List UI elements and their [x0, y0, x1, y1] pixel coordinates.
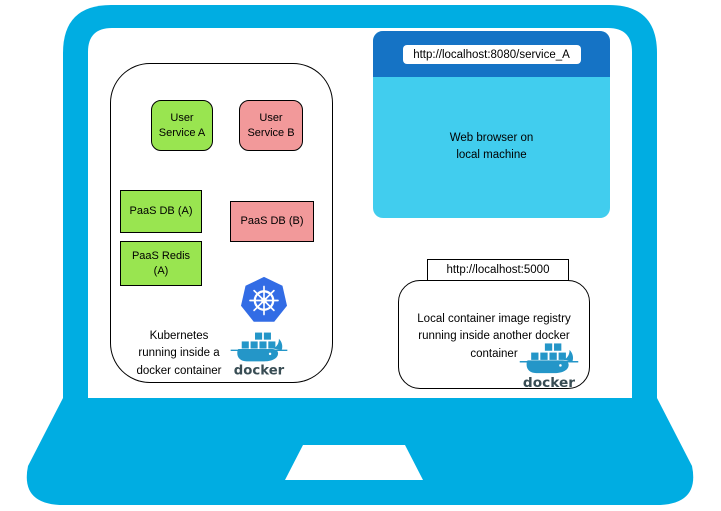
- docker-icon: docker: [229, 331, 289, 379]
- browser-header: http://localhost:8080/service_A: [373, 31, 610, 77]
- docker-wordmark: docker: [234, 364, 285, 379]
- web-browser-window: http://localhost:8080/service_A Web brow…: [373, 31, 610, 218]
- docker-wordmark: docker: [523, 375, 575, 391]
- kubernetes-cluster-container: User Service A User Service B PaaS DB (A…: [110, 63, 333, 383]
- user-service-a-node: User Service A: [151, 100, 213, 151]
- paas-redis-a-node: PaaS Redis (A): [120, 241, 202, 286]
- paas-db-b-node: PaaS DB (B): [230, 201, 314, 242]
- user-service-b-node: User Service B: [239, 100, 303, 151]
- browser-body-text: Web browser on local machine: [449, 132, 534, 162]
- browser-address-bar[interactable]: http://localhost:8080/service_A: [402, 45, 581, 64]
- registry-url-label: http://localhost:5000: [427, 259, 569, 281]
- registry-caption: Local container image registry running i…: [417, 313, 571, 360]
- docker-icon: docker: [519, 342, 579, 391]
- kubernetes-caption: Kubernetes running inside a docker conta…: [136, 330, 222, 377]
- registry-container: Local container image registry running i…: [398, 280, 590, 391]
- paas-db-a-node: PaaS DB (A): [120, 190, 202, 233]
- kubernetes-icon: [240, 276, 288, 322]
- laptop-trackpad-notch: [285, 445, 423, 480]
